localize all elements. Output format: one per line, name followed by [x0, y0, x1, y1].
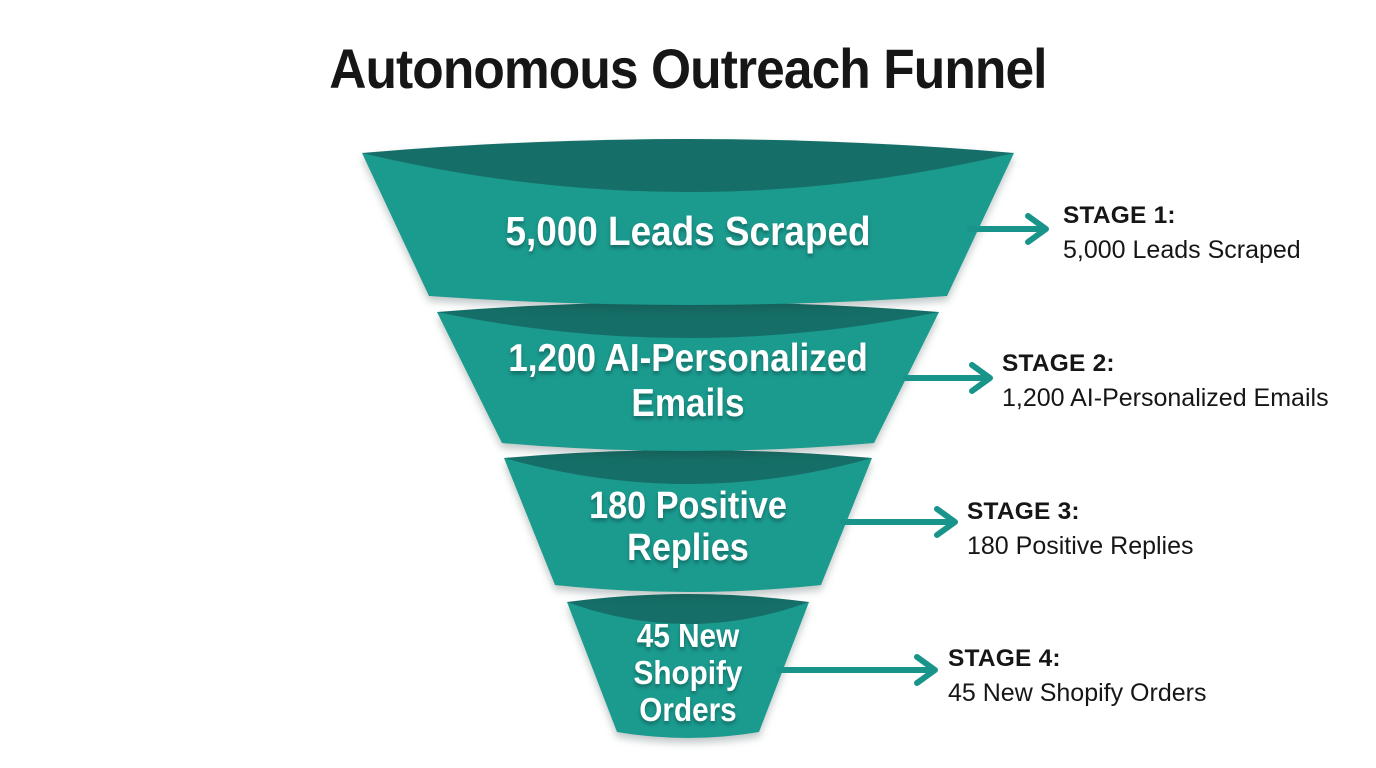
funnel-segment-1-label-line: 5,000 Leads Scraped	[505, 208, 871, 254]
funnel-segment-4-label: 45 New Shopify Orders	[579, 617, 797, 728]
stage-3-annotation: STAGE 3: 180 Positive Replies	[967, 495, 1194, 563]
stage-3-title: STAGE 3:	[967, 498, 1080, 525]
stage-1-title: STAGE 1:	[1063, 202, 1176, 229]
stage-3-caption: 180 Positive Replies	[967, 532, 1194, 560]
funnel-segment-1-body	[362, 153, 1014, 305]
funnel-segment-2-label-line: Emails	[631, 382, 745, 425]
stage-2-arrow-icon	[903, 362, 993, 394]
funnel-segment-2-label: 1,200 AI-Personalized Emails	[462, 336, 914, 426]
funnel-segment-4-label-line: Orders	[639, 691, 737, 728]
stage-2-caption: 1,200 AI-Personalized Emails	[1002, 384, 1329, 412]
funnel-segment-1-label: 5,000 Leads Scraped	[395, 208, 982, 254]
funnel-segment-4-label-line: 45 New	[636, 617, 740, 654]
page-title-text: Autonomous Outreach Funnel	[329, 37, 1047, 100]
stage-2-title: STAGE 2:	[1002, 350, 1115, 377]
funnel-segment-2-label-line: 1,200 AI-Personalized	[508, 337, 868, 380]
stage-1-caption: 5,000 Leads Scraped	[1063, 236, 1301, 264]
funnel-segment-4-lip	[567, 594, 809, 624]
stage-4-annotation: STAGE 4: 45 New Shopify Orders	[948, 642, 1206, 710]
funnel-segment-1-shape	[362, 139, 1014, 305]
stage-4-caption: 45 New Shopify Orders	[948, 679, 1207, 707]
funnel-segment-4-body	[567, 602, 809, 738]
stage-4-title: STAGE 4:	[948, 645, 1061, 672]
funnel-segment-2-lip	[437, 302, 939, 338]
stage-2-annotation: STAGE 2: 1,200 AI-Personalized Emails	[1002, 347, 1329, 415]
funnel-segment-3-lip	[504, 450, 872, 484]
stage-1-arrow-icon	[967, 213, 1049, 245]
funnel-segment-4-label-line: Shopify	[633, 654, 743, 691]
funnel-segment-2-body	[437, 312, 939, 451]
funnel-segment-2-shape	[437, 302, 939, 451]
stage-1-annotation: STAGE 1: 5,000 Leads Scraped	[1063, 199, 1301, 267]
funnel-segment-3-label: 180 Positive Replies	[522, 485, 853, 569]
funnel-segment-3-label-line: Replies	[627, 527, 749, 569]
funnel-segment-1-lip	[362, 139, 1014, 192]
stage-3-arrow-icon	[840, 506, 958, 538]
funnel-segment-3-body	[504, 458, 872, 592]
funnel-segment-4-shape	[567, 594, 809, 738]
page-title: Autonomous Outreach Funnel	[0, 36, 1376, 101]
funnel-segment-3-label-line: 180 Positive	[589, 485, 787, 527]
funnel-segment-3-shape	[504, 450, 872, 592]
stage-4-arrow-icon	[776, 654, 938, 686]
